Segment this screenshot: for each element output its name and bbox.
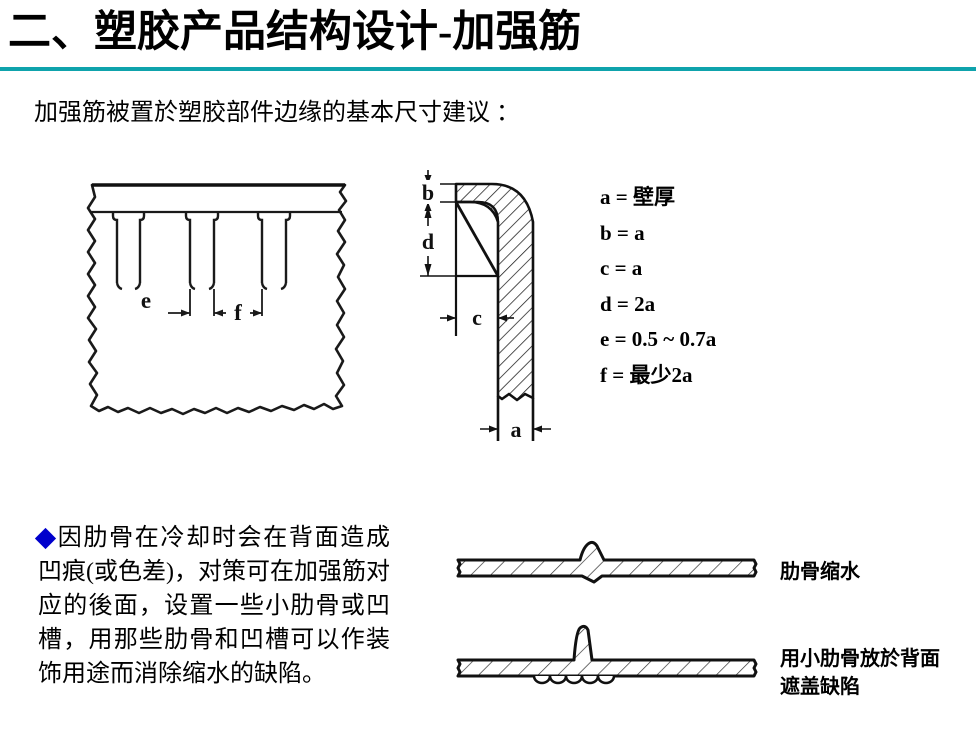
- rib-sink-mark-svg: [456, 540, 758, 584]
- formula-row: f = 最少2a: [600, 362, 693, 387]
- dimension-formula-list: a = 壁厚 b = a c = a d = 2a e = 0.5 ~ 0.7a…: [600, 180, 900, 393]
- page-title: 二、塑胶产品结构设计-加强筋: [8, 9, 582, 56]
- note-text: 因肋骨在冷却时会在背面造成凹痕(或色差)，对策可在加强筋对应的後面，设置一些小肋…: [38, 525, 390, 687]
- formula-row: a = 壁厚: [600, 185, 675, 209]
- dimension-label-b-glyph: b: [422, 180, 434, 205]
- title-divider: [0, 67, 976, 71]
- dimension-label-c: c: [472, 305, 482, 330]
- dimension-label-e: e: [141, 288, 151, 313]
- small-ribs-label-line1: 用小肋骨放於背面: [780, 648, 940, 670]
- small-ribs-svg: [456, 624, 758, 685]
- small-ribs-label: 用小肋骨放於背面 遮盖缺陷: [780, 645, 940, 701]
- dimension-label-f: f: [234, 300, 242, 325]
- subtitle: 加强筋被置於塑胶部件边缘的基本尺寸建议 ：: [34, 100, 520, 126]
- diamond-bullet-icon: [34, 527, 57, 550]
- sink-label: 肋骨缩水: [780, 561, 860, 583]
- small-ribs-label-line2: 遮盖缺陷: [780, 676, 860, 698]
- ribs-top-view-svg: e f: [86, 183, 348, 416]
- rib-cross-section-svg: b b d c a: [414, 170, 551, 442]
- rib-sink-mark-figure: [452, 534, 762, 600]
- formula-row: e = 0.5 ~ 0.7a: [600, 327, 717, 351]
- formula-row: d = 2a: [600, 291, 656, 316]
- dimension-label-a: a: [511, 417, 522, 442]
- small-ribs-figure: [452, 622, 762, 700]
- rib-cross-section-figure: b b d c a: [406, 166, 586, 444]
- formula-row: c = a: [600, 256, 643, 280]
- note-paragraph: 因肋骨在冷却时会在背面造成凹痕(或色差)，对策可在加强筋对应的後面，设置一些小肋…: [34, 521, 390, 691]
- dimension-label-d: d: [422, 229, 434, 254]
- formula-row: b = a: [600, 220, 645, 245]
- ribs-top-view-figure: e f: [68, 168, 398, 440]
